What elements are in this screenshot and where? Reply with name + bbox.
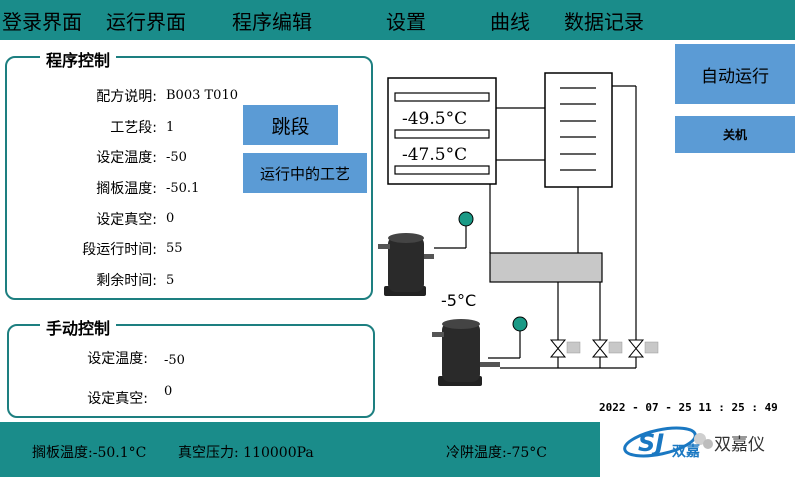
nav-curve[interactable]: 曲线 [490,10,530,34]
segment-time-label: 段运行时间: [82,242,157,258]
shelf-bottom [394,165,490,175]
compressor-icon [378,233,434,296]
running-process-button[interactable]: 运行中的工艺 [243,153,367,193]
top-nav-bar [0,0,795,40]
nav-program-edit[interactable]: 程序编辑 [232,10,312,34]
nav-settings[interactable]: 设置 [386,10,426,34]
set-vacuum-value: 0 [166,211,175,226]
status-shelf-temp: 搁板温度:-50.1°C [32,445,147,461]
brand-logo-small: 双嘉 [672,444,700,460]
condenser-temp-readout: -5°C [441,291,477,310]
vacuum-manifold [489,252,603,283]
remaining-time-label: 剩余时间: [96,273,157,289]
recipe-value: B003 T010 [166,88,238,103]
program-control-panel [5,56,373,300]
shelf-temp-upper-readout: -49.5°C [402,109,468,129]
brand-name: 双嘉仪 [714,435,765,455]
valve-icon [627,339,659,358]
valve-icon [591,339,623,358]
valve-icon [549,339,581,358]
jump-step-button[interactable]: 跳段 [243,105,338,145]
remaining-time-value: 5 [166,273,175,288]
shelf-middle [394,129,490,139]
temperature-sensor-icon [458,211,474,227]
segment-time-value: 55 [166,241,183,256]
manual-set-temp-value: -50 [164,353,185,368]
brand-logo-letters: SJ [638,429,665,457]
shutdown-button[interactable]: 关机 [675,116,795,153]
recipe-label: 配方说明: [96,89,157,105]
step-label: 工艺段: [110,120,157,136]
set-temp-value: -50 [166,150,187,165]
set-temp-label: 设定温度: [96,150,157,166]
manual-set-temp-label: 设定温度: [87,351,148,367]
temperature-sensor-icon [512,316,528,332]
nav-run[interactable]: 运行界面 [106,10,186,34]
cold-trap [544,72,613,188]
compressor-icon [432,319,500,386]
program-control-title: 程序控制 [40,47,117,71]
manual-set-vacuum-value: 0 [164,384,173,399]
auto-run-button[interactable]: 自动运行 [675,44,795,104]
shelf-top [394,92,490,102]
manual-control-panel [7,324,375,418]
step-value: 1 [166,120,175,135]
nav-data-log[interactable]: 数据记录 [564,10,644,34]
wechat-icon [694,433,713,449]
shelf-temp-value: -50.1 [166,181,200,196]
manual-set-vacuum-label: 设定真空: [87,391,148,407]
bottom-status-bar [0,422,600,477]
status-cold-trap-temp: 冷阱温度:-75°C [446,445,547,461]
manual-control-title: 手动控制 [40,315,117,339]
nav-login[interactable]: 登录界面 [2,10,82,34]
shelf-temp-label: 搁板温度: [96,181,157,197]
set-vacuum-label: 设定真空: [96,212,157,228]
shelf-temp-lower-readout: -47.5°C [402,145,468,165]
datetime-display: 2022 - 07 - 25 11 : 25 : 49 [599,401,778,414]
brand-logo-icon [623,426,697,458]
status-vacuum-pressure: 真空压力: 110000Pa [178,445,314,461]
